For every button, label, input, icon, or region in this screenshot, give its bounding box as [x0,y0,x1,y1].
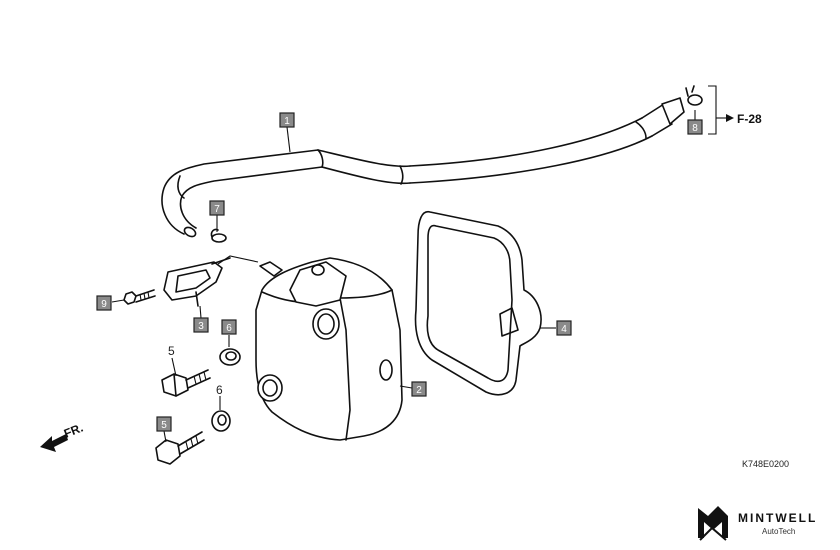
svg-text:6: 6 [226,323,232,334]
callout-3: 3 [193,317,209,333]
svg-text:7: 7 [214,204,220,215]
brand-logo [698,506,728,541]
cover-bolt-upper [161,369,211,397]
brand-subtitle: AutoTech [762,527,795,536]
callout-8: 8 [687,119,703,135]
svg-text:3: 3 [198,321,204,332]
cylinder-head-cover [255,257,403,441]
callout-2: 2 [411,381,427,397]
sealing-washer-lower [211,410,231,432]
brand-name: MINTWELL [738,511,817,525]
callout-4: 4 [556,320,572,336]
svg-text:9: 9 [101,299,107,310]
callout-5: 5 [156,416,172,432]
callout-1: 1 [279,112,295,128]
svg-text:FR.: FR. [62,421,85,441]
flange-bolt-small [123,289,156,305]
svg-text:1: 1 [284,116,290,127]
front-direction-arrow: FR. [40,421,85,452]
svg-text:5: 5 [161,420,167,431]
figure-reference: F-28 [737,112,762,126]
diagram-code: K748E0200 [742,459,789,469]
head-cover-gasket [414,211,542,396]
callout-7: 7 [209,200,225,216]
breather-hose [161,97,685,238]
label-5-upper: 5 [168,344,175,358]
callout-9: 9 [96,295,112,311]
hose-clip-large [685,85,703,106]
svg-text:4: 4 [561,324,567,335]
cover-bolt-lower [155,431,205,465]
svg-text:2: 2 [416,385,422,396]
sealing-washer-upper [219,348,241,366]
callout-6: 6 [221,319,237,335]
label-6-lower: 6 [216,383,223,397]
hose-clip-small [210,228,227,243]
svg-text:8: 8 [692,123,698,134]
bracket [163,255,259,307]
